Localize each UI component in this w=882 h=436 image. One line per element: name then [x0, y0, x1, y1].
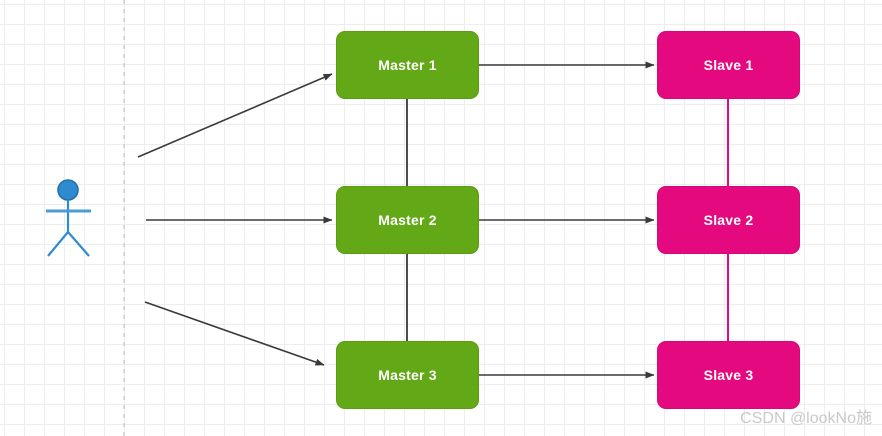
- node-slave-2[interactable]: Slave 2: [657, 186, 800, 254]
- actor-left-leg-line: [47, 231, 69, 257]
- edge-actor-to-master-1: [137, 73, 333, 158]
- node-master-2[interactable]: Master 2: [336, 186, 479, 254]
- node-master-1[interactable]: Master 1: [336, 31, 479, 99]
- node-master-1-label: Master 1: [378, 57, 437, 73]
- actor-stick-figure: [46, 179, 91, 257]
- node-slave-3[interactable]: Slave 3: [657, 341, 800, 409]
- node-master-2-label: Master 2: [378, 212, 437, 228]
- node-slave-2-label: Slave 2: [703, 212, 754, 228]
- actor-head-icon: [57, 179, 79, 201]
- node-master-3-label: Master 3: [378, 367, 437, 383]
- node-master-3[interactable]: Master 3: [336, 341, 479, 409]
- watermark-text: CSDN @lookNo施: [740, 410, 872, 427]
- node-slave-1-label: Slave 1: [703, 57, 754, 73]
- node-slave-1[interactable]: Slave 1: [657, 31, 800, 99]
- actor-right-leg-line: [67, 231, 90, 257]
- node-slave-3-label: Slave 3: [703, 367, 754, 383]
- edge-actor-to-master-3: [144, 301, 325, 366]
